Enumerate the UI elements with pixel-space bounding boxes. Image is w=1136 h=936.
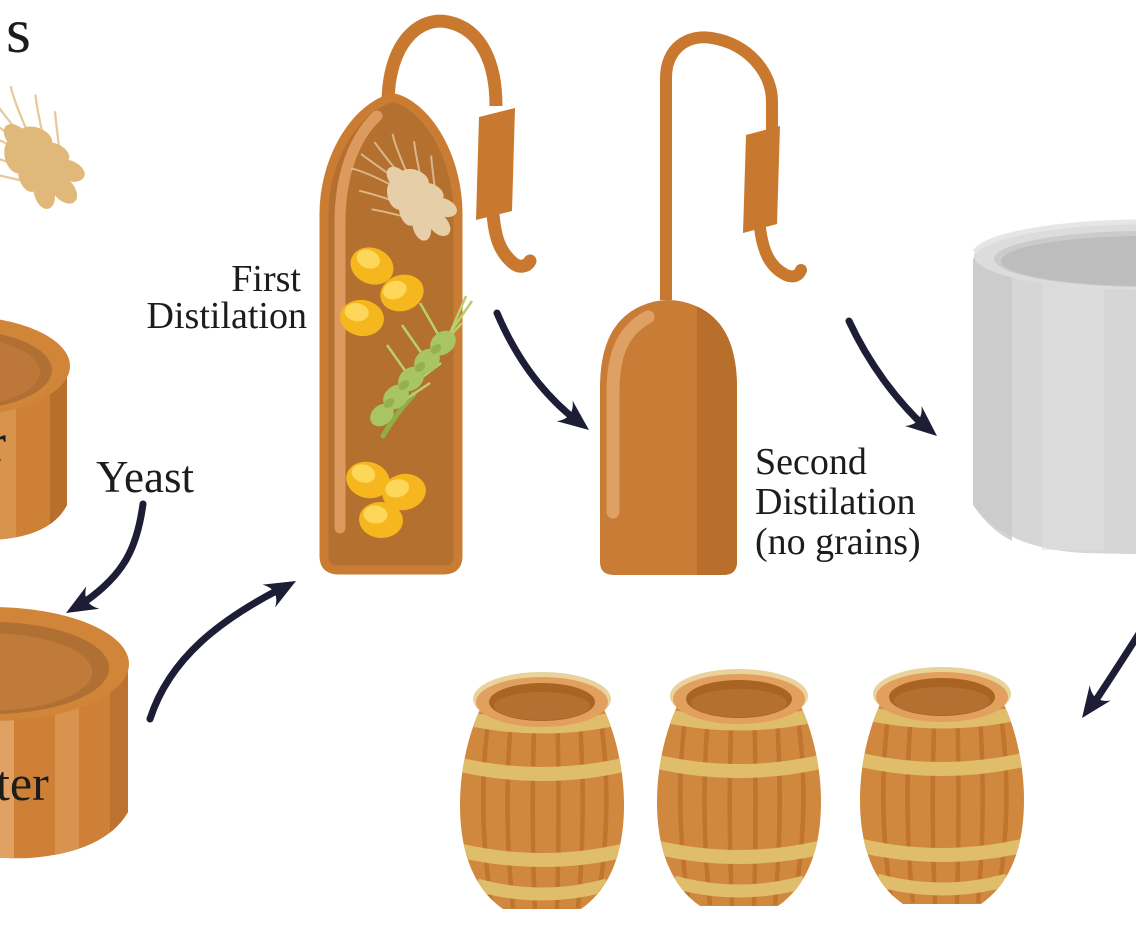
fermentation-label-partial: ter — [0, 755, 49, 811]
first-to-second-arrow-icon — [493, 309, 598, 441]
second-to-vat-arrow-icon — [845, 317, 946, 446]
grains-label-partial: s — [6, 0, 31, 66]
condenser-outlet — [486, 207, 537, 273]
steel-vat-icon — [972, 219, 1136, 555]
first-distillation-label: First Distilation — [147, 258, 307, 337]
swan-neck-pipe — [660, 31, 778, 300]
condenser-pipe-icon — [743, 126, 780, 233]
vat-to-barrels-arrow-icon — [1071, 631, 1136, 726]
wheat-ear-icon — [0, 69, 110, 234]
first-pot-still-icon — [319, 14, 537, 575]
svg-text:First: First — [231, 258, 301, 300]
second-pot-still-icon — [600, 31, 807, 575]
water-label-partial: r — [0, 413, 6, 473]
svg-text:Distilation: Distilation — [147, 295, 307, 337]
swan-neck-pipe — [381, 14, 503, 107]
condenser-pipe-icon — [476, 108, 515, 220]
mash-tub-icon: r — [0, 319, 70, 540]
second-distillation-label: Second Distilation (no grains) — [755, 441, 921, 563]
oak-barrel-icon — [460, 672, 624, 909]
yeast-label: Yeast — [96, 452, 194, 502]
svg-text:Second: Second — [755, 441, 867, 483]
condenser-outlet — [754, 222, 807, 283]
yeast-arrow-icon — [59, 500, 147, 625]
oak-barrel-icon — [657, 669, 821, 906]
mash-to-still-arrow-icon — [146, 569, 303, 723]
oak-barrel-icon — [860, 667, 1024, 904]
svg-text:(no grains): (no grains) — [755, 521, 921, 563]
barley-spike-icon — [370, 295, 474, 439]
svg-text:Distilation: Distilation — [755, 481, 915, 523]
still-highlight — [334, 110, 383, 534]
fermentation-tub-icon: ter — [0, 607, 129, 859]
still-highlight — [606, 310, 655, 519]
